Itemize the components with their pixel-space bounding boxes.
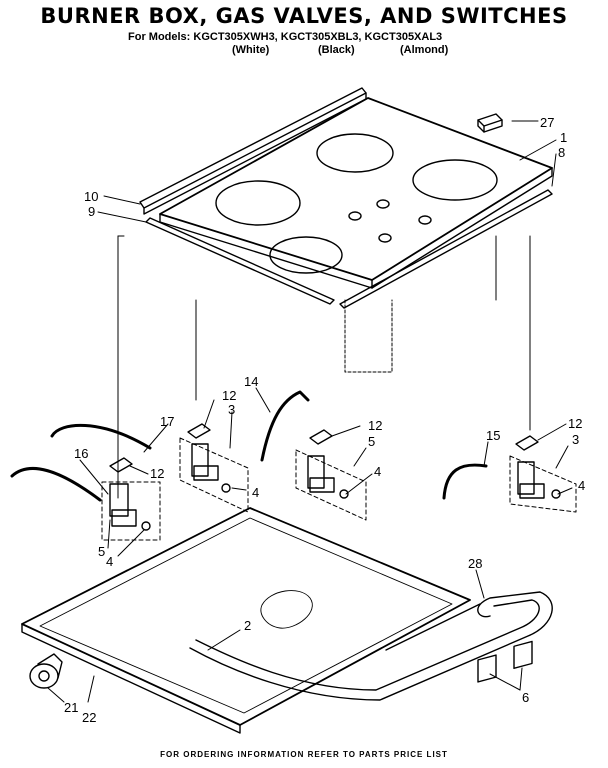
burner-opening-lr [269, 236, 343, 274]
burner-tube-14 [260, 390, 310, 462]
bracket-27 [477, 113, 503, 133]
variant-almond: (Almond) [400, 44, 449, 56]
callout-4c: 4 [374, 464, 381, 479]
callout-27: 27 [540, 115, 554, 130]
valve-assembly-left [101, 481, 161, 541]
side-trim-strip [339, 189, 553, 309]
callout-3a: 3 [228, 402, 235, 417]
spark-switch-12d [515, 435, 539, 451]
spark-switch-12b [109, 457, 133, 473]
rear-trim-strip [139, 87, 367, 215]
callout-12c: 12 [368, 418, 382, 433]
front-trim-strip [145, 217, 335, 305]
ignition-module [29, 653, 63, 689]
callout-21: 21 [64, 700, 78, 715]
valve-assembly-mid-left [179, 437, 249, 513]
variant-white: (White) [232, 44, 270, 56]
callout-1: 1 [560, 130, 567, 145]
callout-6: 6 [522, 690, 529, 705]
callout-12a: 12 [222, 388, 236, 403]
switch-6a [477, 654, 497, 683]
variant-black: (Black) [318, 44, 355, 56]
callout-4d: 4 [578, 478, 585, 493]
callout-12d: 12 [568, 416, 582, 431]
callout-15: 15 [486, 428, 500, 443]
burner-opening-lf [215, 180, 301, 226]
burner-opening-rf [412, 159, 498, 201]
spark-switch-12a [187, 423, 211, 439]
callout-10: 10 [84, 189, 98, 204]
manifold-tube [189, 591, 553, 701]
spark-switch-12c [309, 429, 333, 445]
callout-14: 14 [244, 374, 258, 389]
callout-17: 17 [160, 414, 174, 429]
callout-16: 16 [74, 446, 88, 461]
callout-4b: 4 [106, 554, 113, 569]
burner-box-pan [21, 507, 471, 734]
callout-28: 28 [468, 556, 482, 571]
callout-5b: 5 [368, 434, 375, 449]
burner-tube-15 [442, 463, 488, 500]
cooktop-panel [159, 97, 553, 289]
valve-assembly-right [509, 455, 577, 513]
callout-22: 22 [82, 710, 96, 725]
callout-8: 8 [558, 145, 565, 160]
callout-2: 2 [244, 618, 251, 633]
callout-12b: 12 [150, 466, 164, 481]
models-line: For Models: KGCT305XWH3, KGCT305XBL3, KG… [128, 31, 443, 43]
callout-3b: 3 [572, 432, 579, 447]
diagram-title: BURNER BOX, GAS VALVES, AND SWITCHES [40, 4, 568, 28]
switch-6b [513, 640, 533, 669]
valve-assembly-mid-right [295, 449, 367, 521]
burner-tube-17 [50, 423, 152, 450]
callout-5a: 5 [98, 544, 105, 559]
burner-opening-rr [316, 133, 394, 173]
callout-9: 9 [88, 204, 95, 219]
burner-tube-16 [10, 467, 102, 502]
footer-note: FOR ORDERING INFORMATION REFER TO PARTS … [160, 750, 448, 759]
callout-4a: 4 [252, 485, 259, 500]
